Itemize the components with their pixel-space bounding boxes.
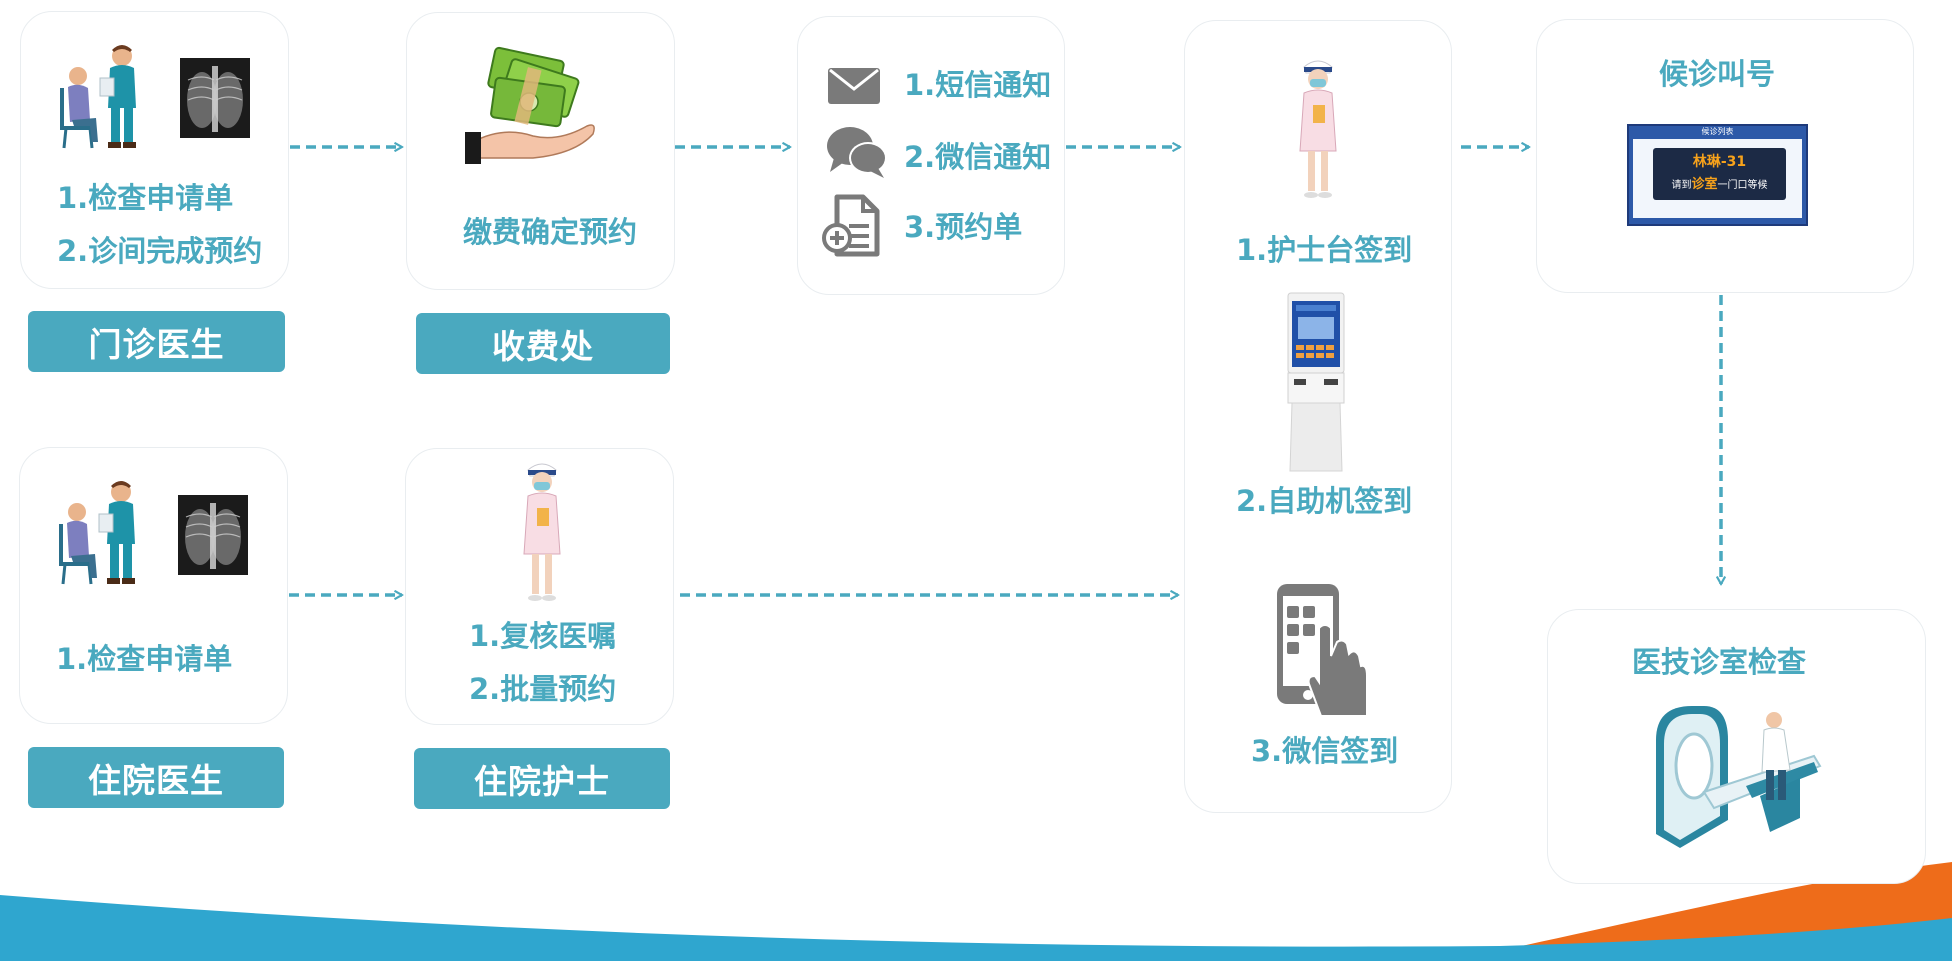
nurse-illustration (1299, 60, 1337, 198)
ct-scanner-illustration (1656, 706, 1822, 848)
doctor-patient-illustration-inpatient (59, 481, 135, 585)
notify-item-wechat: 2.微信通知 (904, 140, 1052, 174)
waiting-title: 候诊叫号 (1659, 57, 1776, 91)
queue-call-instruction: 请到诊室一门口等候 (1653, 178, 1786, 191)
notify-item-sms: 1.短信通知 (904, 68, 1052, 102)
nurse-item-batch-booking: 2.批量预约 (469, 672, 617, 706)
inpatient-item-1: 1.检查申请单 (56, 642, 233, 676)
doctor-patient-illustration (60, 45, 136, 149)
inpatient-card (19, 447, 288, 724)
call-room: 诊室 (1691, 177, 1718, 192)
nurse-illustration-ward (523, 463, 561, 601)
role-badge-inpatient-doctor: 住院医生 (28, 747, 284, 808)
document-add-icon (822, 194, 880, 257)
xray-image (180, 58, 250, 138)
exam-card (1547, 609, 1926, 884)
chat-bubbles-icon (827, 127, 887, 178)
queue-display-header: 候诊列表 (1701, 127, 1734, 136)
queue-display-popup: 林琳-31 请到诊室一门口等候 (1653, 148, 1786, 200)
outpatient-card (20, 11, 289, 289)
cashier-label: 缴费确定预约 (463, 215, 638, 249)
call-prefix: 请到 (1671, 180, 1692, 191)
outpatient-item-1: 1.检查申请单 (57, 181, 234, 215)
outpatient-item-2: 2.诊间完成预约 (57, 234, 263, 268)
queue-display-screen: 候诊列表 林琳-31 请到诊室一门口等候 (1627, 124, 1808, 226)
call-suffix: 一门口等候 (1717, 180, 1768, 191)
self-service-kiosk-illustration (1287, 292, 1345, 472)
money-hand-illustration (465, 46, 595, 164)
exam-title: 医技诊室检查 (1632, 645, 1807, 679)
checkin-item-wechat: 3.微信签到 (1251, 734, 1399, 768)
nurse-item-review-orders: 1.复核医嘱 (469, 619, 617, 653)
notify-item-appointment-slip: 3.预约单 (904, 210, 1023, 244)
role-badge-ward-nurse: 住院护士 (414, 748, 670, 809)
xray-image-inpatient (178, 495, 248, 575)
role-badge-cashier: 收费处 (416, 313, 670, 374)
checkin-item-nurse-desk: 1.护士台签到 (1236, 233, 1413, 267)
role-badge-outpatient-doctor: 门诊医生 (28, 311, 285, 372)
queue-called-patient: 林琳-31 (1692, 154, 1747, 170)
envelope-icon (828, 68, 880, 104)
phone-touch-icon (1277, 584, 1368, 717)
checkin-item-kiosk: 2.自助机签到 (1236, 484, 1413, 518)
